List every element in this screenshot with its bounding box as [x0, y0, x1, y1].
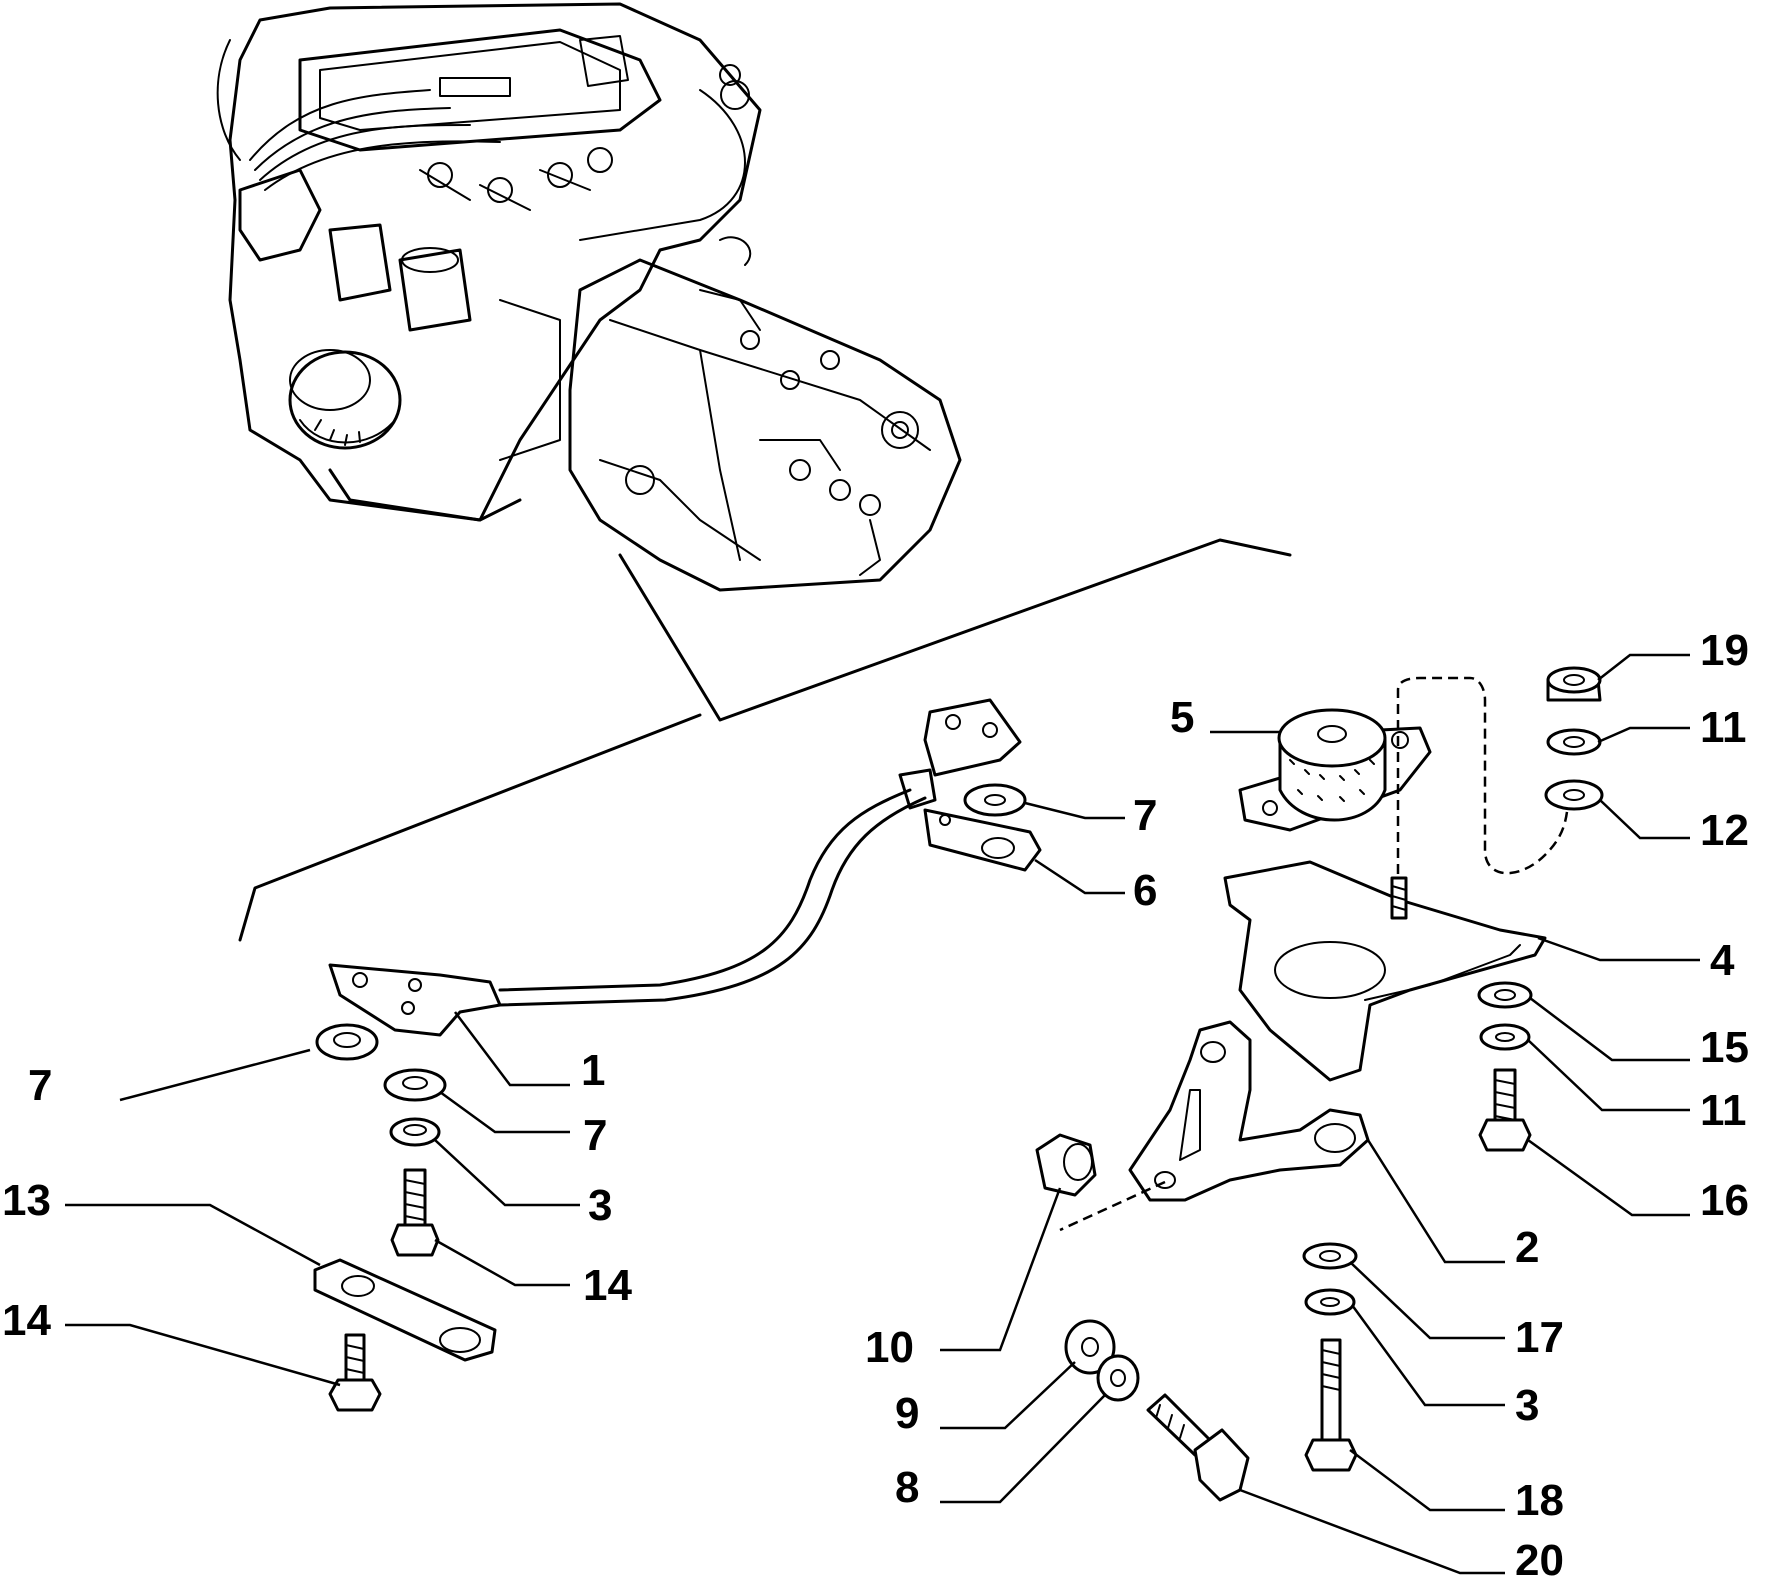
callout-12: 12: [1700, 806, 1749, 855]
callout-6: 6: [1133, 866, 1157, 915]
nut-part-10: [1035, 1133, 1097, 1197]
washer-part-9: [1064, 1319, 1116, 1375]
washer-part-7-top: [963, 783, 1027, 817]
callout-7-top: 7: [1133, 791, 1157, 840]
bolt-part-14-mid: [390, 1168, 440, 1257]
lock-washer-part-11-top: [1546, 728, 1602, 756]
lock-washer-part-3-right: [1304, 1288, 1356, 1316]
callout-20: 20: [1515, 1536, 1564, 1580]
callout-11-top: 11: [1700, 703, 1747, 752]
bolt-part-16: [1478, 1068, 1532, 1152]
lock-washer-part-8: [1096, 1354, 1140, 1402]
callout-13: 13: [2, 1176, 51, 1225]
perspective-guides: [238, 538, 1292, 942]
callout-2: 2: [1515, 1223, 1539, 1272]
bolt-part-14-low: [328, 1333, 382, 1412]
washer-part-7-mid: [383, 1068, 447, 1102]
leader-lines: [65, 653, 1700, 1575]
torque-rod-part-1: [328, 698, 1022, 1037]
callout-labels: 1 2 3 3 4 5 6 7 7 7 8 9 10 11 11 12 13 1…: [2, 626, 1749, 1580]
callout-3-left: 3: [588, 1181, 612, 1230]
callout-10: 10: [865, 1323, 914, 1372]
callout-16: 16: [1700, 1176, 1749, 1225]
alignment-dashed-line: [1396, 676, 1570, 890]
plate-part-6: [923, 808, 1042, 872]
bolt-part-20: [1146, 1393, 1250, 1502]
washer-part-12: [1544, 779, 1604, 811]
callout-15: 15: [1700, 1023, 1749, 1072]
callout-4: 4: [1710, 936, 1735, 985]
callout-18: 18: [1515, 1476, 1564, 1525]
callout-5: 5: [1170, 693, 1194, 742]
bolt-part-18: [1304, 1338, 1358, 1472]
support-arm-part-2: [1128, 1020, 1370, 1202]
callout-17: 17: [1515, 1313, 1564, 1362]
callout-7-left: 7: [28, 1061, 52, 1110]
callout-14-mid: 14: [583, 1261, 632, 1310]
rubber-mount-part-5: [1238, 708, 1432, 832]
lock-washer-part-11-low: [1479, 1023, 1531, 1051]
plate-part-13: [313, 1258, 497, 1362]
callout-19: 19: [1700, 626, 1749, 675]
washer-part-17: [1302, 1242, 1358, 1270]
engine-gearbox-assembly: [216, 2, 962, 592]
callout-7-mid: 7: [583, 1111, 607, 1160]
callout-8: 8: [895, 1463, 919, 1512]
callout-3-right: 3: [1515, 1381, 1539, 1430]
washer-part-15: [1477, 981, 1533, 1009]
nut-part-19: [1546, 666, 1602, 702]
washer-part-7-left: [315, 1023, 379, 1061]
bracket-part-4: [1223, 860, 1547, 1082]
alignment-dashed-line-2: [1059, 1180, 1166, 1232]
callout-14-low: 14: [2, 1296, 51, 1345]
callout-1: 1: [581, 1046, 605, 1095]
callout-11-low: 11: [1700, 1086, 1747, 1135]
callout-9: 9: [895, 1389, 919, 1438]
lock-washer-part-3-left: [389, 1117, 441, 1147]
